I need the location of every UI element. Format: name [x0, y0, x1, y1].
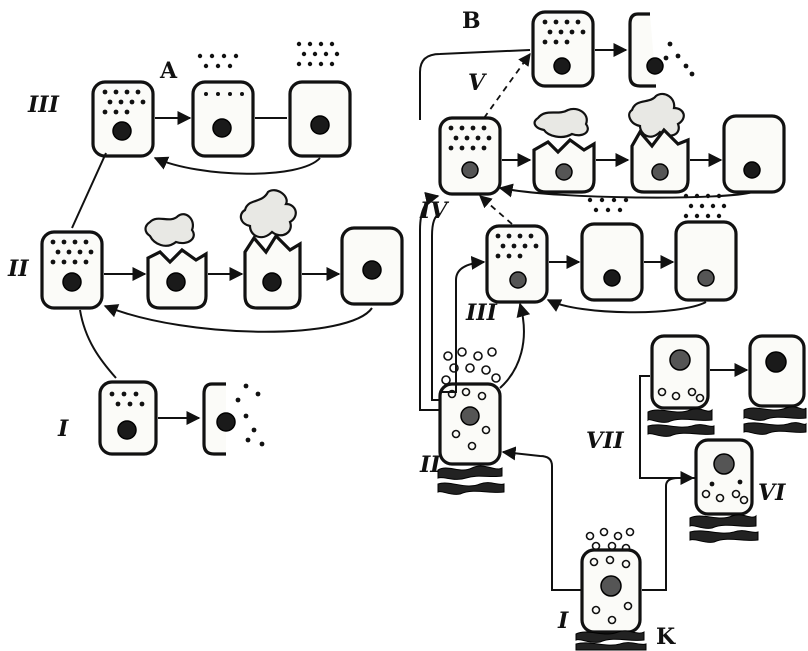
- panel-a-row-3-cell-1: [93, 82, 153, 156]
- panel-b-label-vi: VI: [758, 480, 786, 506]
- panel-b-row-v-cell-1: [533, 12, 593, 86]
- panel-b-row-vi-cell: [690, 440, 758, 542]
- panel-b-label-iii: III: [465, 300, 498, 326]
- panel-b-label-i: I: [557, 608, 569, 634]
- panel-b-row-ii-cell: [438, 348, 504, 494]
- panel-b-row-v-cell-2: [630, 14, 694, 86]
- panel-a-row-3-cell-3: [290, 42, 350, 156]
- panel-a-row-3-cell-2: [193, 54, 253, 156]
- panel-b-row-iii-cell-1: [487, 226, 547, 302]
- panel-a-label-row-2: II: [7, 256, 29, 282]
- panel-a-label-row-3: III: [27, 92, 60, 118]
- panel-b-row-iii-cell-3: [676, 194, 736, 300]
- panel-b-row-iv-cell-3: [629, 94, 688, 192]
- panel-b-row-iv-cell-2: [534, 109, 594, 192]
- panel-b-label-vii: VII: [586, 428, 624, 454]
- panel-b-row-iii-cell-2: [582, 198, 642, 300]
- panel-a: A III II: [7, 42, 402, 454]
- panel-b-row-i-cell: [576, 529, 646, 651]
- panel-b-marker-k: K: [656, 624, 676, 650]
- panel-a-caption: A: [159, 58, 178, 84]
- panel-b-row-vii-cell-2: [744, 336, 806, 434]
- panel-a-row-1-cell-1: [100, 382, 156, 454]
- panel-b-label-v: V: [468, 70, 487, 96]
- panel-a-label-row-1: I: [57, 416, 69, 442]
- panel-a-row-1-cell-2: [204, 384, 264, 454]
- panel-a-row-2-cell-4: [342, 228, 402, 304]
- panel-a-row-2-cell-3: [241, 190, 300, 308]
- panel-a-row-2-cell-2: [146, 214, 207, 308]
- panel-b-caption: B: [462, 8, 481, 34]
- panel-b: B V IV: [419, 8, 806, 650]
- panel-b-row-iv-cell-1: [440, 118, 500, 194]
- panel-b-row-iv-cell-4: [724, 116, 784, 192]
- panel-a-row-2-cell-1: [42, 232, 102, 308]
- panel-b-row-vii-cell-1: [648, 336, 714, 436]
